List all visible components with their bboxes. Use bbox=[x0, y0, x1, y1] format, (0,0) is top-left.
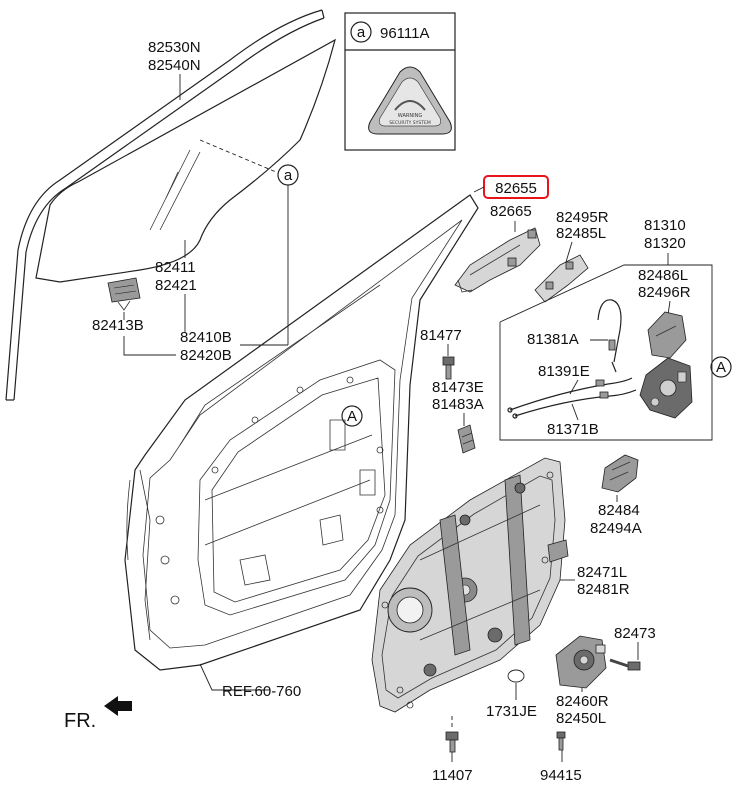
label-1731je: 1731JE bbox=[486, 703, 537, 720]
label-82540n: 82540N bbox=[148, 57, 201, 74]
badge-text-top: WARNING bbox=[398, 113, 423, 119]
label-82421: 82421 bbox=[155, 277, 197, 294]
label-81477: 81477 bbox=[420, 327, 462, 344]
bracket-82484 bbox=[601, 454, 639, 493]
label-82460r: 82460R bbox=[556, 693, 609, 710]
label-81483a: 81483A bbox=[432, 396, 484, 413]
plug-1731je bbox=[507, 669, 525, 683]
label-82494a: 82494A bbox=[590, 520, 642, 537]
label-81310: 81310 bbox=[644, 217, 686, 234]
circle-A-door-marker bbox=[341, 405, 363, 427]
label-82655: 82655 bbox=[495, 180, 537, 197]
circle-A-right: A bbox=[716, 359, 726, 376]
label-94415: 94415 bbox=[540, 767, 582, 784]
label-82484: 82484 bbox=[598, 502, 640, 519]
label-82473: 82473 bbox=[614, 625, 656, 642]
label-82413b: 82413B bbox=[92, 317, 144, 334]
callout-part-number: 96111A bbox=[380, 25, 430, 42]
door-inner-panel bbox=[124, 194, 479, 671]
label-82471l: 82471L bbox=[577, 564, 627, 581]
label-82485l: 82485L bbox=[556, 225, 606, 242]
label-ref: REF.60-760 bbox=[222, 683, 301, 700]
bracket-82665 bbox=[454, 227, 541, 293]
bolt-82473 bbox=[609, 658, 641, 671]
label-81371b: 81371B bbox=[547, 421, 599, 438]
label-82410b: 82410B bbox=[180, 329, 232, 346]
latch-cover bbox=[647, 311, 687, 359]
cable-81391e bbox=[507, 377, 637, 419]
label-82486l: 82486L bbox=[638, 267, 688, 284]
label-front: FR. bbox=[64, 710, 96, 732]
label-82665: 82665 bbox=[490, 203, 532, 220]
screw-94415 bbox=[556, 731, 566, 751]
label-81320: 81320 bbox=[644, 235, 686, 252]
label-11407: 11407 bbox=[432, 767, 473, 784]
label-82530n: 82530N bbox=[148, 39, 201, 56]
label-81473e: 81473E bbox=[432, 379, 484, 396]
cable-81381a bbox=[597, 299, 622, 373]
striker-81473e bbox=[457, 424, 476, 454]
door-latch bbox=[639, 357, 693, 419]
warning-label-icon: WARNING SECURITY SYSTEM bbox=[368, 66, 452, 135]
label-82481r: 82481R bbox=[577, 581, 630, 598]
bracket-82495r bbox=[534, 254, 589, 303]
circle-A-door: A bbox=[347, 408, 357, 425]
label-82450l: 82450L bbox=[556, 710, 606, 727]
clip-part bbox=[107, 277, 141, 311]
regulator-motor bbox=[555, 635, 607, 689]
front-arrow-icon bbox=[104, 696, 132, 716]
bolt-81477 bbox=[442, 356, 455, 380]
callout-letter: a bbox=[357, 24, 366, 41]
badge-text-bottom: SECURITY SYSTEM bbox=[389, 120, 431, 126]
label-82420b: 82420B bbox=[180, 347, 232, 364]
callout-box: a 96111A WARNING SECURITY SYSTEM bbox=[344, 12, 456, 151]
label-82496r: 82496R bbox=[638, 284, 691, 301]
label-82411: 82411 bbox=[155, 259, 196, 276]
door-glass bbox=[35, 38, 336, 283]
label-82495r: 82495R bbox=[556, 209, 609, 226]
regulator-module-panel bbox=[371, 457, 569, 713]
circle-a-lower: a bbox=[284, 167, 293, 184]
bolt-11407 bbox=[445, 731, 459, 753]
label-81391e: 81391E bbox=[538, 363, 590, 380]
label-81381a: 81381A bbox=[527, 331, 579, 348]
glass-run-channel bbox=[5, 9, 325, 401]
